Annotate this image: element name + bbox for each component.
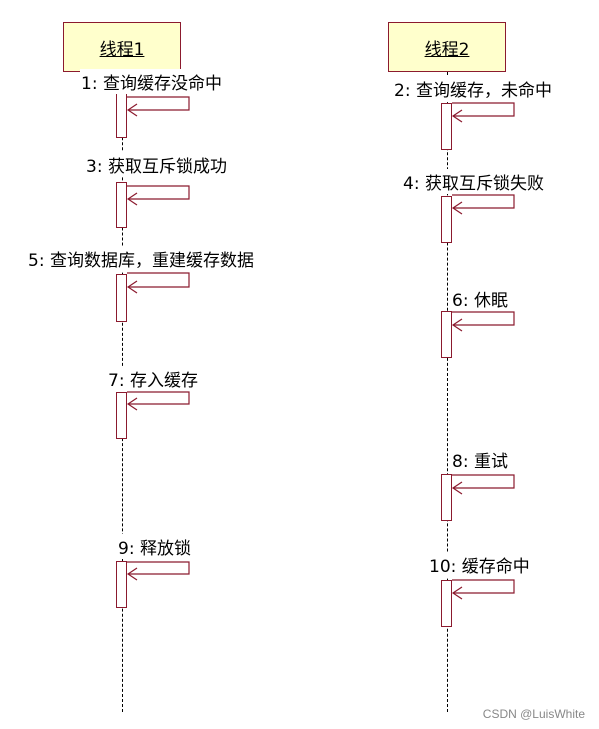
message-label: 10: 缓存命中 <box>428 552 531 577</box>
thread1-header: 线程1 <box>63 22 181 72</box>
activation-box <box>441 196 452 243</box>
thread2-title: 线程2 <box>424 39 470 60</box>
message-label: 7: 存入缓存 <box>107 366 199 391</box>
message-label: 5: 查询数据库，重建缓存数据 <box>27 246 255 271</box>
thread2-header: 线程2 <box>388 22 506 72</box>
message-label: 3: 获取互斥锁成功 <box>85 152 228 177</box>
activation-box <box>116 561 127 608</box>
message-label: 6: 休眠 <box>451 286 509 311</box>
activation-box <box>116 392 127 439</box>
activation-box <box>116 182 127 228</box>
activation-box <box>441 580 452 627</box>
message-label: 4: 获取互斥锁失败 <box>402 169 545 194</box>
thread2-lifeline <box>447 72 448 712</box>
message-label: 9: 释放锁 <box>117 534 192 559</box>
thread1-title: 线程1 <box>99 39 145 60</box>
activation-box <box>116 274 127 322</box>
activation-box <box>441 311 452 358</box>
message-label: 8: 重试 <box>451 447 509 472</box>
message-label: 2: 查询缓存，未命中 <box>393 76 553 101</box>
activation-box <box>441 103 452 150</box>
watermark-text: CSDN @LuisWhite <box>482 707 585 721</box>
message-label: 1: 查询缓存没命中 <box>80 69 223 94</box>
activation-box <box>441 474 452 521</box>
